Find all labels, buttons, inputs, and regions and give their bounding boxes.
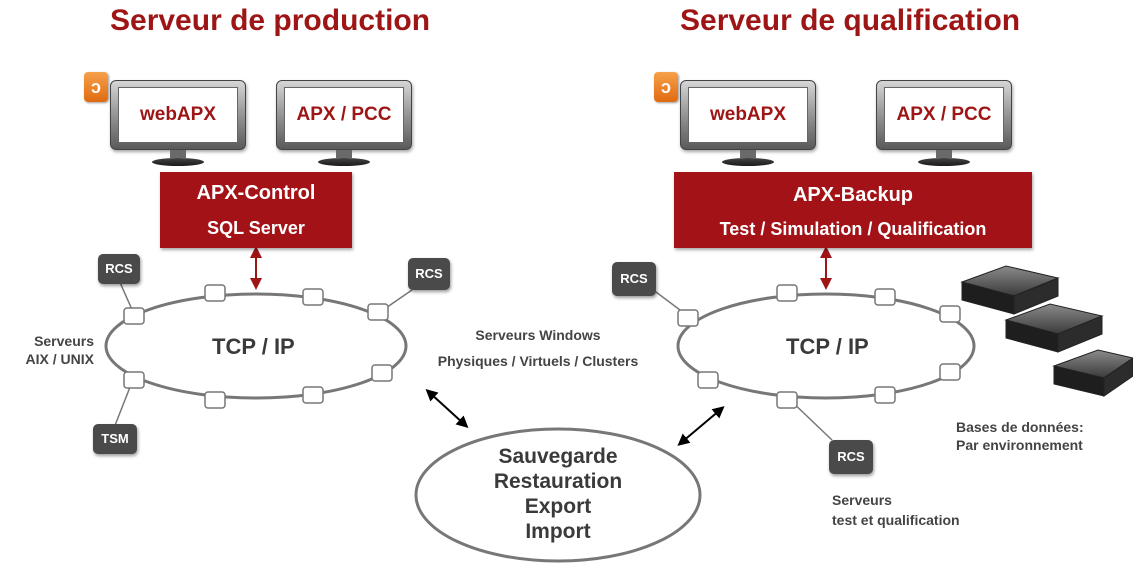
rcs-node: RCS — [829, 440, 873, 474]
server-icon — [1052, 349, 1133, 397]
rss-icon: ↄ — [654, 72, 678, 102]
operations-label: Sauvegarde Restauration Export Import — [493, 445, 623, 543]
monitor-icon: APX / PCC — [276, 80, 412, 170]
apx-backup-title: APX-Backup — [792, 184, 914, 206]
monitor-label: APX / PCC — [884, 87, 1004, 143]
databases-label: Bases de données: Par environnement — [956, 419, 1084, 453]
rss-icon: ↄ — [84, 72, 108, 102]
rcs-node: RCS — [98, 254, 140, 284]
rcs-node: RCS — [612, 262, 656, 296]
windows-servers-label: Serveurs Windows Physiques / Virtuels / … — [437, 327, 639, 369]
qualification-network-ring — [676, 292, 976, 400]
production-network-ring — [104, 292, 408, 400]
monitor-label: webAPX — [118, 87, 238, 143]
aix-unix-servers-label: Serveurs AIX / UNIX — [25, 333, 94, 367]
monitor-label: webAPX — [688, 87, 808, 143]
test-servers-label: Serveurs test et qualification — [832, 492, 960, 528]
production-title: Serveur de production — [110, 4, 431, 37]
tsm-node: TSM — [93, 424, 137, 454]
apx-backup-box: APX-Backup Test / Simulation / Qualifica… — [674, 172, 1032, 248]
qualification-network-label: TCP / IP — [786, 334, 869, 359]
server-icon — [960, 265, 1060, 315]
apx-control-box: APX-Control SQL Server — [160, 172, 352, 248]
monitor-icon: webAPX — [110, 80, 246, 170]
qualification-title: Serveur de qualification — [680, 4, 1021, 37]
rcs-node: RCS — [408, 258, 450, 290]
apx-control-subtitle: SQL Server — [207, 218, 305, 238]
production-network-label: TCP / IP — [212, 334, 295, 359]
apx-control-title: APX-Control — [196, 182, 316, 204]
monitor-icon: APX / PCC — [876, 80, 1012, 170]
monitor-label: APX / PCC — [284, 87, 404, 143]
operations-ellipse — [414, 427, 702, 563]
apx-backup-subtitle: Test / Simulation / Qualification — [719, 219, 987, 239]
server-icon — [1004, 303, 1104, 353]
monitor-icon: webAPX — [680, 80, 816, 170]
